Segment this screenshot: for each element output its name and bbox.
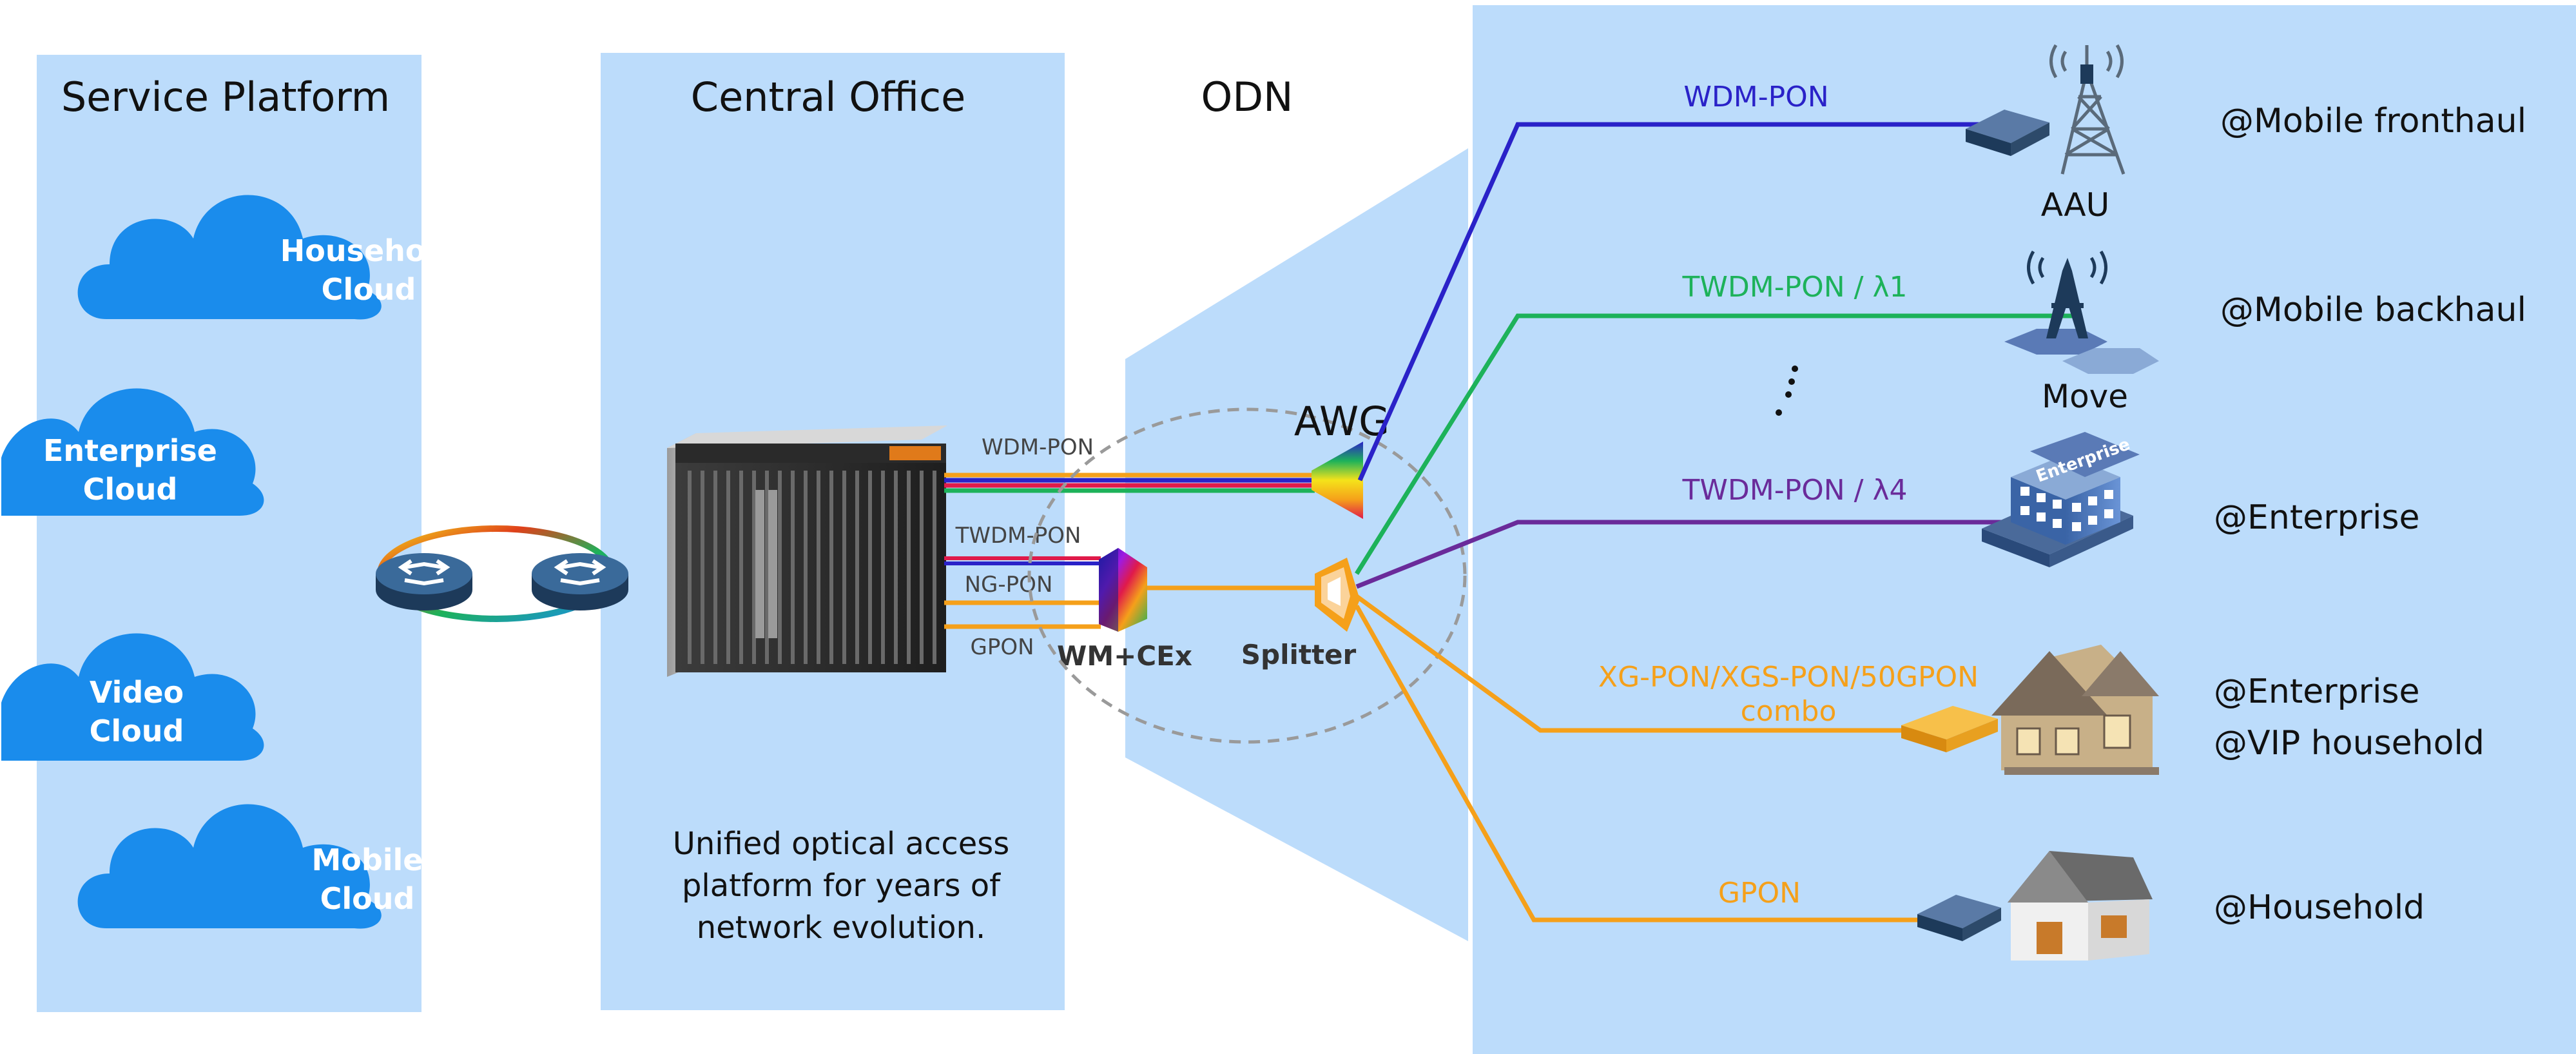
gpon-link xyxy=(1354,605,1927,922)
dest-enterprise-vip-1: @Enterprise xyxy=(2214,672,2420,711)
vip-house-icon xyxy=(1991,645,2159,775)
olt-port-wdm-label: WDM-PON xyxy=(982,434,1094,460)
central-office-desc-3: network evolution. xyxy=(697,910,985,946)
more-wavelengths-ellipsis xyxy=(1776,366,1798,416)
wdm-pon-link-label: WDM-PON xyxy=(1683,81,1828,113)
household-cloud-label-1: Household xyxy=(280,233,457,268)
central-office-title: Central Office xyxy=(691,73,965,121)
olt-port-gpon-label: GPON xyxy=(970,634,1034,660)
video-cloud-icon xyxy=(1,633,264,761)
odn-title: ODN xyxy=(1201,73,1293,121)
move-label: Move xyxy=(2042,378,2128,415)
video-cloud-label-1: Video xyxy=(90,675,184,710)
wdm-fiber-bundle xyxy=(944,473,1315,493)
olt-chassis-icon xyxy=(667,425,947,677)
twdm-4-link-label: TWDM-PON / λ4 xyxy=(1681,474,1907,507)
splitter-label: Splitter xyxy=(1241,639,1357,670)
service-platform-title: Service Platform xyxy=(61,73,390,121)
enterprise-cloud-label-2: Cloud xyxy=(83,472,178,507)
xg-combo-link-label-2: combo xyxy=(1741,695,1837,728)
move-tower-icon xyxy=(2004,250,2159,374)
central-office-desc-1: Unified optical access xyxy=(673,826,1010,862)
awg-icon xyxy=(1312,442,1363,519)
enterprise-cloud-label-1: Enterprise xyxy=(43,433,217,468)
olt-port-twdm-label: TWDM-PON xyxy=(955,523,1081,549)
household-cloud-icon xyxy=(77,195,382,320)
wm-cex-label: WM+CEx xyxy=(1057,640,1192,672)
awg-label: AWG xyxy=(1294,398,1390,445)
central-office-desc-2: platform for years of xyxy=(682,868,1001,904)
odn-fan-panel xyxy=(1125,148,1468,941)
wm-cex-prism-icon xyxy=(1099,548,1147,632)
video-cloud-label-2: Cloud xyxy=(90,714,184,748)
aau-label: AAU xyxy=(2041,186,2109,224)
dest-enterprise: @Enterprise xyxy=(2214,498,2420,537)
household-cloud-label-2: Cloud xyxy=(322,272,416,307)
twdm-fiber-pair xyxy=(944,556,1101,565)
twdm-1-link-label: TWDM-PON / λ1 xyxy=(1681,271,1907,304)
mobile-cloud-label-1: Mobile xyxy=(311,843,423,877)
xg-combo-link xyxy=(1355,594,1933,733)
enterprise-cloud-icon xyxy=(1,388,264,516)
wdm-pon-link xyxy=(1357,122,2001,482)
onu-xg-combo-icon xyxy=(1901,706,1998,752)
dest-mobile-fronthaul: @Mobile fronthaul xyxy=(2220,102,2526,141)
mobile-cloud-label-2: Cloud xyxy=(320,881,415,916)
twdm-4-link xyxy=(1355,520,2004,589)
enterprise-building-icon xyxy=(1982,432,2140,567)
splitter-icon xyxy=(1315,558,1360,632)
onu-gpon-icon xyxy=(1917,895,2001,941)
dest-mobile-backhaul: @Mobile backhaul xyxy=(2220,291,2526,329)
onu-wdm-icon xyxy=(1966,110,2049,156)
router-left-icon xyxy=(376,553,472,610)
household-house-icon xyxy=(2008,851,2153,961)
aau-tower-icon xyxy=(2049,44,2126,175)
dest-enterprise-vip-2: @VIP household xyxy=(2214,724,2484,763)
router-right-icon xyxy=(532,553,628,610)
dest-household: @Household xyxy=(2214,888,2425,927)
olt-port-ng-label: NG-PON xyxy=(965,572,1053,598)
twdm-1-link xyxy=(1355,313,2082,575)
xg-combo-link-label-1: XG-PON/XGS-PON/50GPON xyxy=(1598,661,1979,694)
gpon-link-label: GPON xyxy=(1718,877,1801,910)
odn-dashed-circle xyxy=(1027,407,1467,744)
mobile-cloud-icon xyxy=(77,804,382,929)
